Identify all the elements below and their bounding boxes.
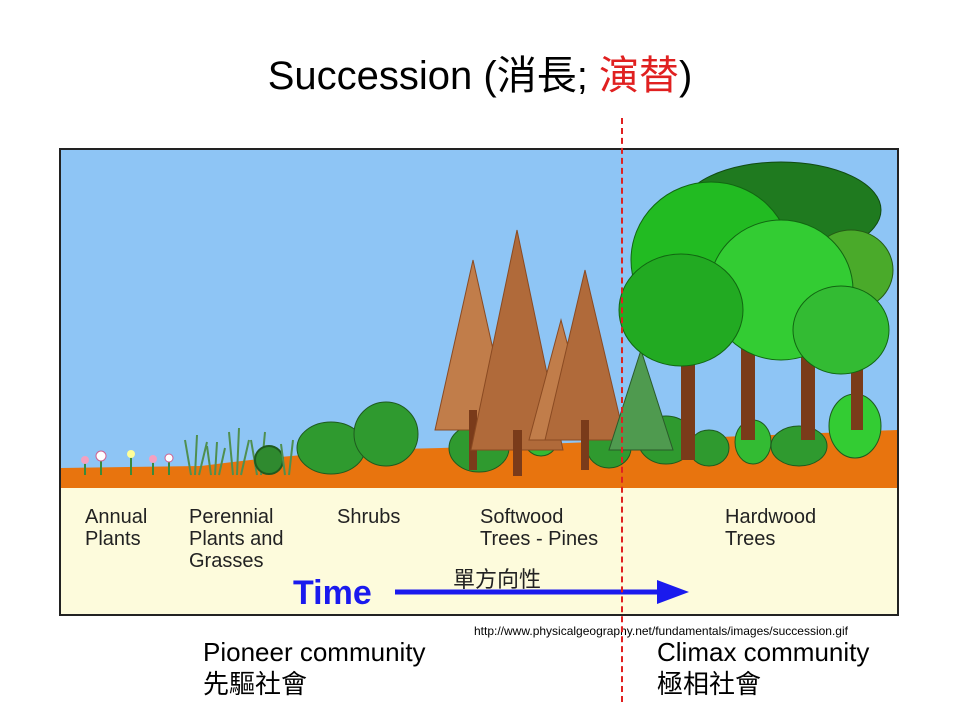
succession-illustration: Annual Plants Perennial Plants and Grass…	[59, 148, 899, 616]
climax-divider-line	[621, 118, 623, 702]
succession-scene-svg	[61, 150, 897, 614]
climax-en: Climax community	[657, 637, 870, 667]
climax-community-label: Climax community 極相社會	[657, 636, 869, 700]
stage-softwood: Softwood Trees - Pines	[480, 506, 599, 550]
perennial-grasses-drawing	[184, 427, 294, 476]
stage-perennial: Perennial Plants and Grasses	[189, 506, 284, 572]
pioneer-community-label: Pioneer community 先驅社會	[203, 636, 426, 700]
pioneer-en: Pioneer community	[203, 637, 426, 667]
time-arrow-head	[657, 580, 689, 604]
softwood-pines-drawing	[434, 229, 674, 476]
annual-plants-drawing	[81, 450, 174, 475]
stage-annual-plants: Annual Plants	[85, 506, 148, 550]
stage-shrubs: Shrubs	[337, 506, 401, 528]
hardwood-trees-drawing	[618, 161, 894, 460]
source-url: http://www.physicalgeography.net/fundame…	[474, 624, 848, 638]
stage-hardwood: Hardwood Trees	[725, 506, 817, 550]
climax-cn: 極相社會	[657, 669, 762, 699]
pioneer-cn: 先驅社會	[203, 669, 308, 699]
title-suffix: )	[678, 54, 693, 98]
title-prefix: Succession (	[267, 54, 497, 98]
title-cn-black: 消長;	[496, 54, 599, 98]
time-label: Time	[293, 574, 372, 612]
time-cn-label: 單方向性	[453, 567, 542, 592]
title-cn-red: 演替	[598, 54, 679, 98]
slide-title: Succession (消長; 演替)	[0, 48, 960, 104]
